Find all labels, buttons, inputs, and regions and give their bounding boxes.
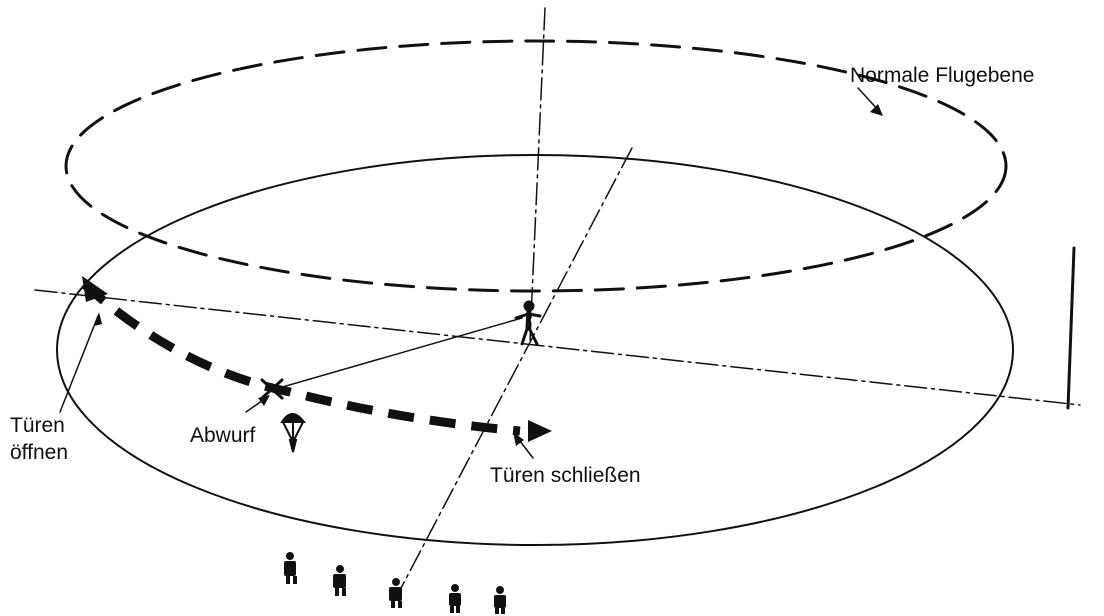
spectator-figure-icon [449, 584, 461, 613]
normal-flight-plane-ellipse [64, 39, 1008, 293]
flight-plane-arrowhead-icon [870, 104, 883, 116]
track-start-arrow-icon [82, 276, 108, 302]
drop-circuit-ellipse [56, 154, 1014, 546]
spectator-figure-icon [389, 578, 402, 608]
pole-line [1066, 246, 1076, 410]
doors-close-label: Türen schließen [490, 464, 641, 487]
horizontal-axis-line [34, 289, 1081, 406]
flight-plane-label: Normale Flugebene [850, 64, 1035, 87]
doors-open-label-line2: öffnen [10, 441, 69, 464]
jumper-figure-icon [514, 300, 542, 346]
doors-close-arrowhead-icon [513, 432, 524, 446]
doors-open-label-line1: Türen [10, 414, 65, 437]
spectator-figure-icon [494, 586, 506, 614]
aircraft-cross-icon [260, 378, 284, 400]
aircraft-track-path [80, 280, 521, 436]
track-end-arrow-icon [528, 420, 552, 442]
diagonal-axis-line [399, 147, 633, 591]
doors-open-arrowhead-icon [94, 312, 102, 326]
vertical-axis-line [529, 7, 546, 341]
drop-sightline [271, 317, 523, 391]
spectator-figure-icon [284, 552, 297, 584]
parachute-icon [280, 413, 307, 453]
doors-open-pointer [59, 315, 99, 413]
spectator-figure-icon [333, 565, 346, 596]
drop-label: Abwurf [190, 424, 256, 447]
